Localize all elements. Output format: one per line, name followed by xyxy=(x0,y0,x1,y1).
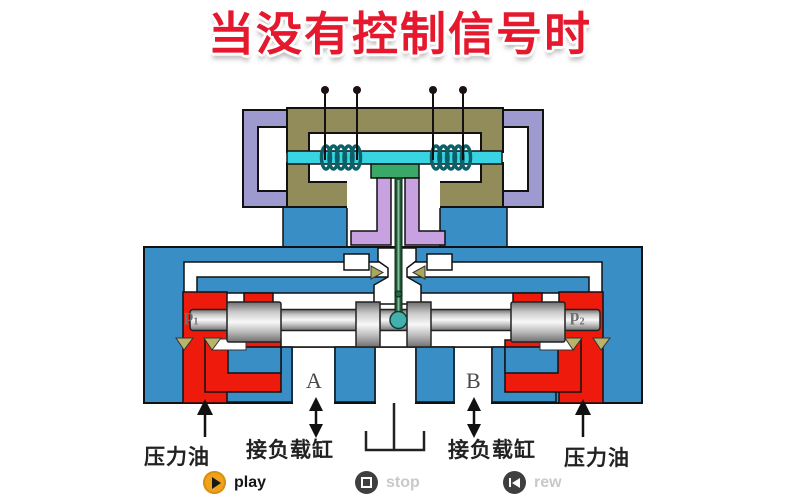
coil-lead-wires xyxy=(324,91,464,160)
pressure-inlet-arrow-left xyxy=(197,399,213,437)
play-button[interactable]: play xyxy=(203,471,266,494)
nozzle-right xyxy=(411,265,426,280)
stop-label: stop xyxy=(386,473,420,491)
annotation-pressure-oil-right: 压力油 xyxy=(564,447,630,470)
spool-land-mid-right xyxy=(406,301,432,348)
play-label: play xyxy=(234,473,267,491)
chamber-insert-right xyxy=(504,346,559,374)
annotation-load-cylinder-right: 接负载缸 xyxy=(448,439,536,462)
play-icon xyxy=(203,471,226,494)
port-label-a: A xyxy=(306,368,322,393)
page-title: 当没有控制信号时 xyxy=(208,8,592,60)
flapper-arm-right xyxy=(404,177,446,246)
terminal-dots xyxy=(321,86,467,94)
stop-icon xyxy=(355,471,378,494)
armature-mount xyxy=(370,163,420,179)
load-port-arrow-right xyxy=(467,397,481,438)
magnet-lower-gap xyxy=(347,179,440,208)
rod-joint xyxy=(395,290,402,298)
chamber-insert-left xyxy=(227,346,282,374)
nozzle-left xyxy=(370,265,385,280)
feedback-ball xyxy=(389,310,408,330)
port-label-p2: p₂ xyxy=(570,306,585,325)
stop-button[interactable]: stop xyxy=(355,471,420,494)
nozzle-pocket-right xyxy=(426,253,453,271)
separator-block xyxy=(415,346,455,403)
pressure-inlet-arrow-right xyxy=(575,399,591,437)
rew-label: rew xyxy=(534,473,562,491)
rew-icon xyxy=(503,471,526,494)
load-port-arrow-left xyxy=(309,397,323,438)
spool-land-left xyxy=(226,301,282,343)
port-label-p1: p₁ xyxy=(184,306,199,325)
neck-block-right xyxy=(439,206,508,249)
port-b-channel xyxy=(455,348,491,405)
rew-button[interactable]: rew xyxy=(503,471,562,494)
port-a-channel xyxy=(293,348,334,405)
separator-block xyxy=(334,346,376,403)
tank-symbol xyxy=(364,403,426,452)
nozzle-pocket-left xyxy=(343,253,370,271)
feedback-rod-highlight xyxy=(397,180,400,312)
flapper-arm-left xyxy=(350,177,392,246)
annotation-pressure-oil-left: 压力油 xyxy=(144,446,210,469)
tank-channel xyxy=(376,348,415,405)
neck-block-left xyxy=(282,206,348,249)
orifice-seats xyxy=(175,337,611,351)
port-label-b: B xyxy=(466,368,481,393)
coil-right xyxy=(429,144,473,171)
spool-land-mid-left xyxy=(355,301,381,348)
spool-land-right xyxy=(510,301,566,343)
annotation-load-cylinder-left: 接负载缸 xyxy=(246,439,334,462)
